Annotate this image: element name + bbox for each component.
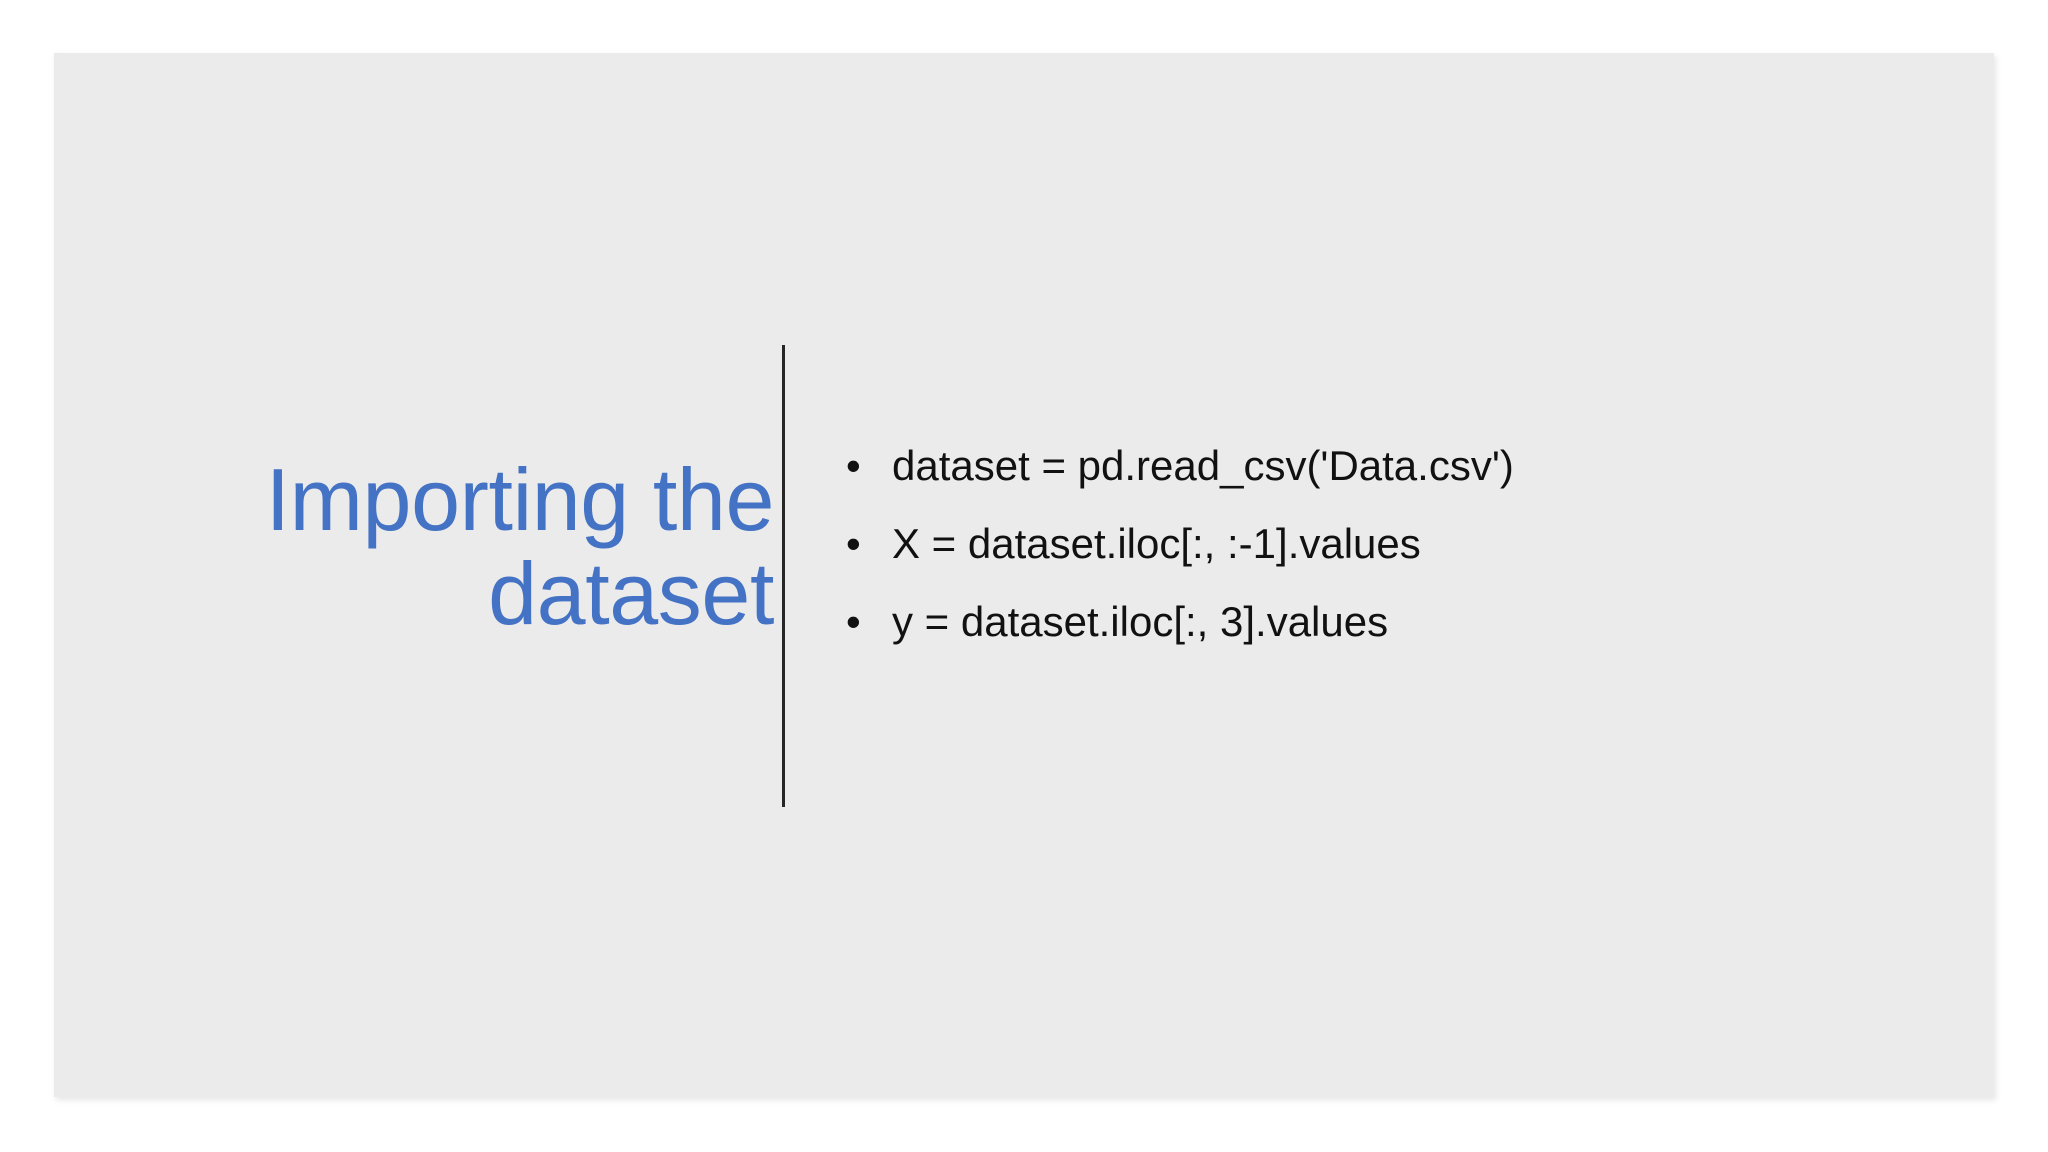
list-item-label: dataset = pd.read_csv('Data.csv'): [892, 442, 1514, 489]
bullet-point-icon: •: [846, 598, 861, 645]
list-item-label: X = dataset.iloc[:, :-1].values: [892, 520, 1421, 567]
slide-content-area: Importing the dataset • dataset = pd.rea…: [54, 53, 1994, 1097]
list-item: • X = dataset.iloc[:, :-1].values: [844, 523, 1934, 565]
bullet-point-icon: •: [846, 520, 861, 567]
page-title: Importing the dataset: [265, 450, 775, 644]
list-item-label: y = dataset.iloc[:, 3].values: [892, 598, 1389, 645]
list-item: • y = dataset.iloc[:, 3].values: [844, 601, 1934, 643]
bullet-point-icon: •: [846, 442, 861, 489]
slide-canvas: Importing the dataset • dataset = pd.rea…: [54, 53, 1994, 1097]
bullet-list: • dataset = pd.read_csv('Data.csv') • X …: [844, 445, 1934, 643]
column-divider: [782, 345, 785, 807]
list-item: • dataset = pd.read_csv('Data.csv'): [844, 445, 1934, 487]
title-block: Importing the dataset: [114, 450, 775, 644]
